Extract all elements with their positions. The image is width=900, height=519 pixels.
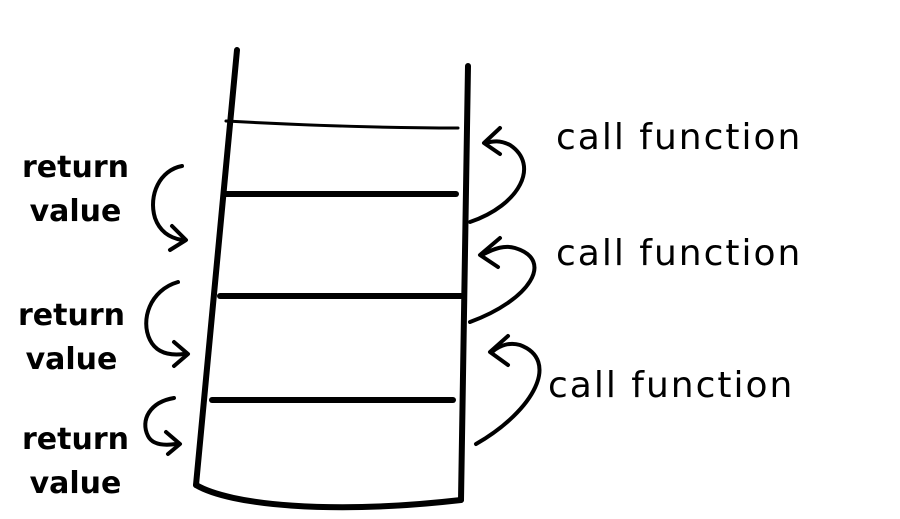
call-function-label: call function bbox=[548, 365, 795, 406]
call-arrow bbox=[468, 236, 537, 324]
frame-divider-top bbox=[224, 119, 460, 130]
return-value-label: return value bbox=[18, 294, 125, 381]
value-label-line: value bbox=[29, 193, 122, 229]
return-arrow bbox=[143, 396, 182, 456]
stack-left-wall bbox=[193, 47, 240, 488]
return-label-line: return bbox=[18, 298, 125, 333]
call-function-label: call function bbox=[556, 117, 803, 158]
value-label-line: value bbox=[29, 465, 122, 501]
call-arrow bbox=[468, 126, 527, 224]
return-arrow bbox=[151, 164, 188, 252]
return-value-label: return value bbox=[22, 418, 129, 505]
call-function-label: call function bbox=[556, 233, 803, 274]
return-label-line: return bbox=[22, 422, 129, 457]
call-arrow bbox=[474, 334, 542, 446]
return-value-label: return value bbox=[22, 146, 129, 233]
return-label-line: return bbox=[22, 150, 129, 185]
stack-right-wall bbox=[458, 63, 471, 503]
stack-bottom bbox=[193, 482, 464, 511]
return-arrow bbox=[144, 280, 190, 368]
value-label-line: value bbox=[25, 341, 118, 377]
